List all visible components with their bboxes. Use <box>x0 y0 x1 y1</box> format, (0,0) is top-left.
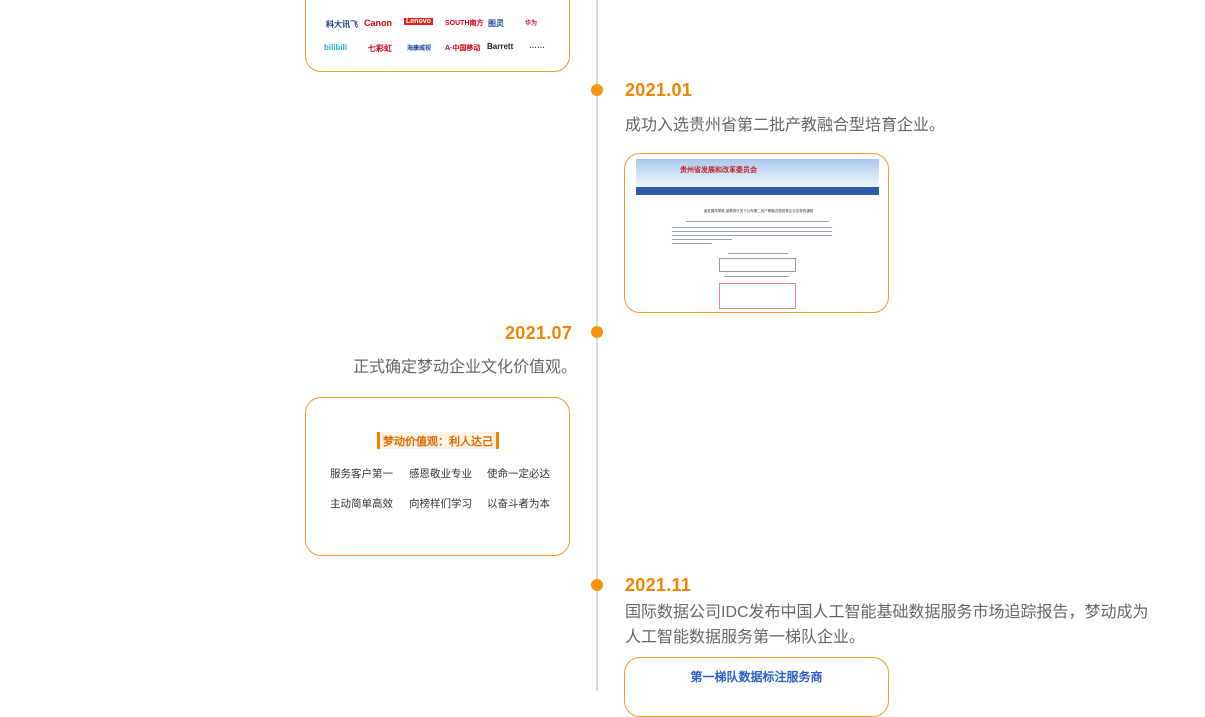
timeline-line <box>596 0 598 691</box>
partner-logo: Lenovo <box>404 18 433 25</box>
document-text-line <box>728 253 788 254</box>
entry-date: 2021.11 <box>625 575 692 595</box>
entry-description: 正式确定梦动企业文化价值观。 <box>353 359 578 376</box>
partner-logos-card: 科大讯飞 Canon Lenovo SOUTH南方 图灵 华为 bilibili… <box>305 0 570 72</box>
partner-logo: 七彩虹 <box>368 44 392 53</box>
value-item: 使命一定必达 <box>487 468 550 480</box>
document-screenshot: 贵州省发展和改革委员会 省发展改革委 省教育厅关于公布第二批产教融合型培育企业名… <box>636 159 879 309</box>
partner-logo: 图灵 <box>488 19 504 28</box>
value-item: 服务客户第一 <box>330 468 393 480</box>
partner-logo: SOUTH南方 <box>445 20 484 27</box>
document-image-card: 贵州省发展和改革委员会 省发展改革委 省教育厅关于公布第二批产教融合型培育企业名… <box>624 153 889 313</box>
document-table <box>719 258 796 272</box>
partner-logo: 海康威视 <box>407 46 432 52</box>
partner-logo: 科大讯飞 <box>326 20 358 29</box>
value-item: 向榜样们学习 <box>409 498 472 510</box>
entry-date: 2021.01 <box>625 80 693 100</box>
value-item: 以奋斗者为本 <box>487 498 550 510</box>
timeline-dot <box>591 579 603 591</box>
document-table <box>719 283 796 309</box>
value-item: 主动简单高效 <box>330 498 393 510</box>
document-text-line <box>724 276 789 277</box>
document-site-title: 贵州省发展和改革委员会 <box>680 167 757 174</box>
document-heading: 省发展改革委 省教育厅关于公布第二批产教融合型培育企业名单的通知 <box>703 209 814 213</box>
entry-description-line: 国际数据公司IDC发布中国人工智能基础数据服务市场追踪报告，梦动成为 <box>625 604 1149 621</box>
values-header: 梦动价值观：利人达己 <box>383 436 493 448</box>
values-card: 梦动价值观：利人达己 服务客户第一 感恩敬业专业 使命一定必达 主动简单高效 向… <box>305 397 570 556</box>
document-text-line <box>672 235 832 236</box>
partner-logo: A·中国移动 <box>445 45 481 52</box>
value-item: 感恩敬业专业 <box>409 468 472 480</box>
values-header-banner: 梦动价值观：利人达己 <box>377 432 499 449</box>
document-text-line <box>672 227 832 228</box>
timeline-dot <box>591 326 603 338</box>
report-card-title: 第一梯队数据标注服务商 <box>690 670 823 684</box>
document-banner: 贵州省发展和改革委员会 <box>636 159 879 187</box>
document-text-line <box>672 239 732 240</box>
entry-description: 成功入选贵州省第二批产教融合型培育企业。 <box>625 117 946 134</box>
document-nav-bar <box>636 187 879 195</box>
document-text-line <box>686 221 829 222</box>
partner-logo: bilibili <box>324 43 348 52</box>
document-text-line <box>672 231 832 232</box>
entry-date: 2021.07 <box>505 323 573 343</box>
entry-description-line: 人工智能数据服务第一梯队企业。 <box>625 629 866 646</box>
document-text-line <box>672 243 712 244</box>
partner-logo: 华为 <box>525 21 538 27</box>
partner-logo: Canon <box>364 18 392 28</box>
partner-logo: Barrett <box>487 42 514 51</box>
report-card: 第一梯队数据标注服务商 <box>624 657 889 717</box>
partner-logo: …… <box>529 41 545 50</box>
timeline-dot <box>591 84 603 96</box>
